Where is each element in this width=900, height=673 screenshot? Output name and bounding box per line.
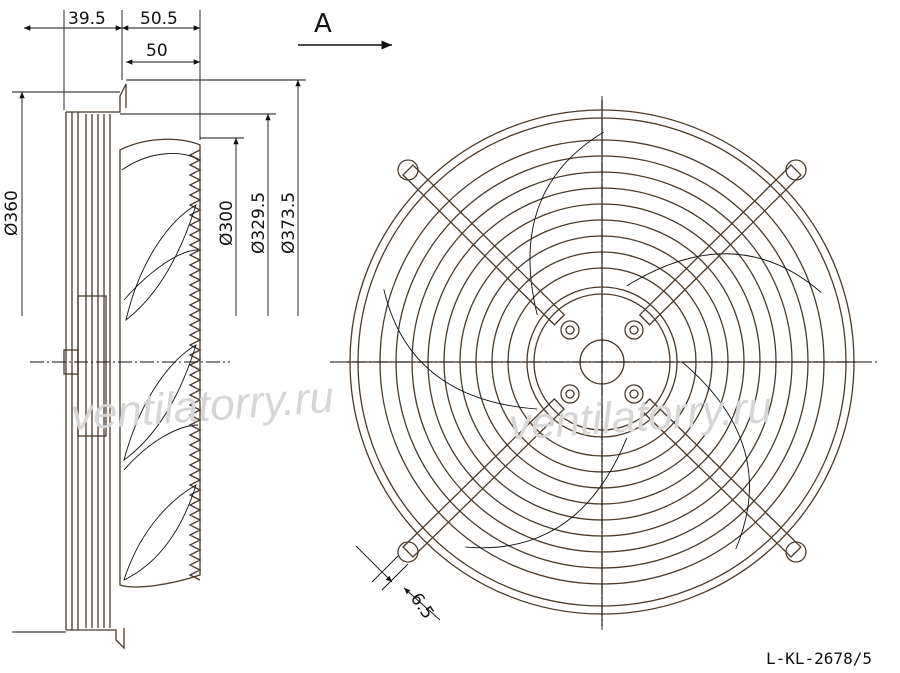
dim-d360: Ø360	[2, 190, 22, 236]
hub-bolt	[560, 384, 580, 404]
mounting-foot	[397, 159, 419, 181]
blade-edge	[626, 253, 822, 293]
hub-bolt-hole	[565, 325, 575, 335]
drawing-code: L-KL-2678/5	[766, 649, 872, 668]
dim-d373-5: Ø373.5	[279, 192, 299, 254]
blade-edge	[465, 437, 628, 549]
hub-bolt-hole	[629, 325, 639, 335]
view-arrow: A	[298, 9, 392, 50]
dim-39-5: 39.5	[68, 9, 106, 29]
watermark-left: ventilatorry.ru	[69, 373, 335, 440]
hub-bolt-hole	[565, 389, 575, 399]
view-label: A	[314, 9, 332, 39]
side-view	[30, 83, 230, 650]
front-view	[330, 96, 880, 630]
blade-edge	[681, 361, 750, 550]
blade-edge	[529, 131, 604, 316]
rod-dimension	[355, 545, 441, 621]
dim-50: 50	[146, 41, 168, 61]
mounting-strut	[639, 398, 802, 558]
dim-d300: Ø300	[217, 200, 237, 246]
dim-d329-5: Ø329.5	[249, 192, 269, 254]
mounting-foot	[397, 541, 419, 563]
dim-50-5: 50.5	[140, 9, 178, 29]
mounting-foot	[785, 541, 807, 563]
hub-bolt	[624, 320, 644, 340]
mounting-strut	[402, 398, 565, 558]
watermark-right: ventilatorry.ru	[507, 383, 773, 450]
mounting-strut	[638, 164, 802, 326]
side-dimensions	[12, 10, 306, 633]
hub-bolt	[624, 384, 644, 404]
mounting-foot	[785, 159, 807, 181]
mounting-strut	[402, 164, 566, 326]
hub-bolt-hole	[629, 389, 639, 399]
hub-bolt	[560, 320, 580, 340]
blade-edge	[383, 289, 538, 410]
